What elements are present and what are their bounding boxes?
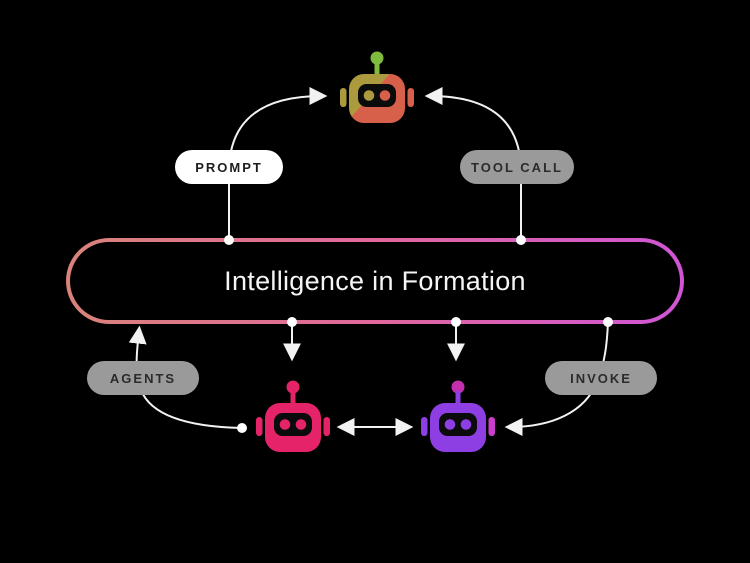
intelligence-box: Intelligence in Formation <box>66 238 684 324</box>
node-dot <box>224 235 234 245</box>
node-dot <box>287 317 297 327</box>
intelligence-box-inner: Intelligence in Formation <box>70 242 680 320</box>
bottom-left-robot-icon <box>253 379 333 459</box>
agents-badge: AGENTS <box>87 361 199 395</box>
invoke-badge: INVOKE <box>545 361 657 395</box>
prompt-badge: PROMPT <box>175 150 283 184</box>
tool-call-badge: TOOL CALL <box>460 150 574 184</box>
connector-agents-to-box <box>128 325 243 429</box>
node-dot <box>603 317 613 327</box>
node-dot <box>237 423 247 433</box>
bottom-right-robot-icon <box>418 379 498 459</box>
node-dot <box>451 317 461 327</box>
node-dot <box>516 235 526 245</box>
top-robot-icon <box>337 50 417 130</box>
center-box-title: Intelligence in Formation <box>224 265 526 296</box>
